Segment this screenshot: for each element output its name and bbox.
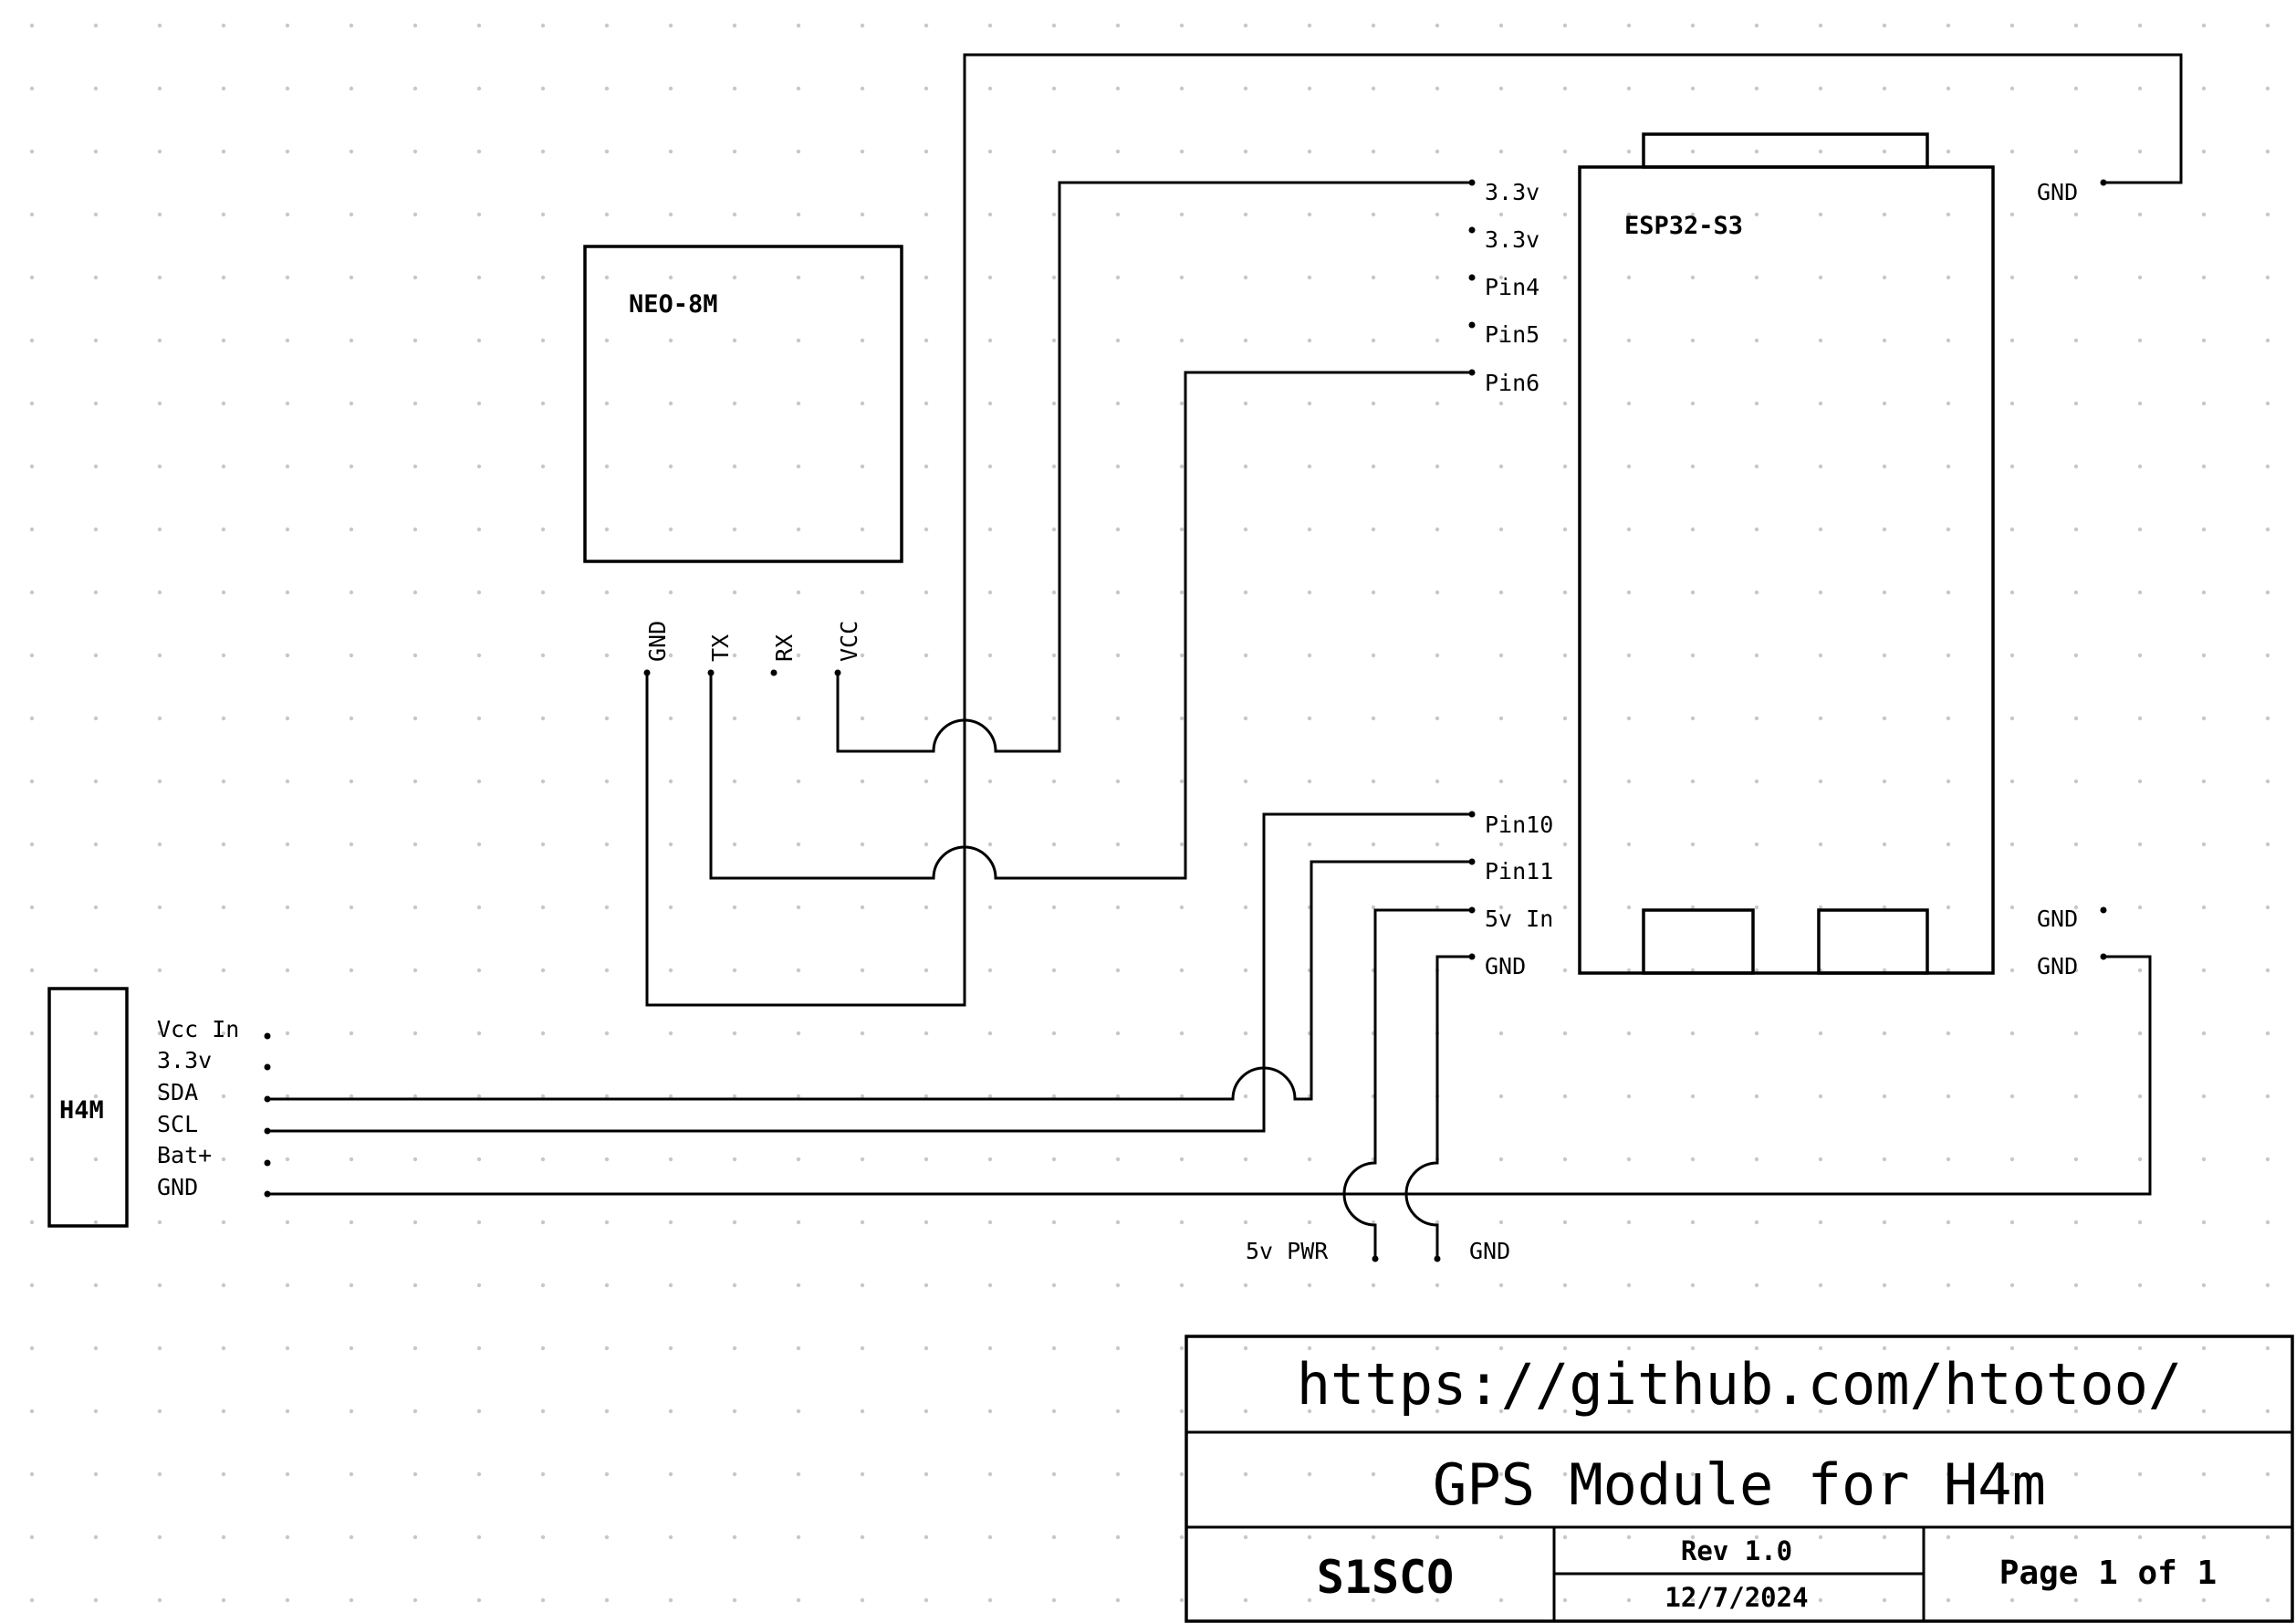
pin-node: [1468, 274, 1476, 281]
pin-node: [1434, 1255, 1441, 1262]
title-block-frame: [1185, 1335, 2294, 1623]
pin-node: [1468, 179, 1476, 186]
esp32-board: ESP32-S3 3.3v 3.3v Pin4 Pin5 Pin6 Pin10 …: [1485, 132, 2078, 979]
esp32-pin-gnd-mid-label: GND: [2037, 906, 2078, 932]
wire-vcc-gps-to-esp32-3v3: [836, 181, 1472, 753]
h4m-pin-sda-label: SDA: [157, 1079, 198, 1105]
esp32-pin-3v3-a-label: 3.3v: [1485, 179, 1539, 205]
pin-node: [1468, 321, 1476, 329]
pin-node: [2100, 953, 2107, 960]
esp32-pin5-label: Pin5: [1485, 321, 1539, 348]
pin-node: [264, 1127, 271, 1135]
h4m-pin-vcc-in-label: Vcc In: [157, 1016, 239, 1042]
label-5v-pwr: 5v PWR: [1246, 1238, 1329, 1264]
pin-node: [2100, 179, 2107, 186]
gps-module-label: NEO-8M: [629, 290, 718, 319]
gps-pin-gnd-label: GND: [644, 621, 671, 662]
title-block: https://github.com/htotoo/ GPS Module fo…: [1185, 1335, 2294, 1623]
label-ext-gnd: GND: [1469, 1238, 1510, 1264]
pin-node: [264, 1063, 271, 1071]
pin-node: [1468, 858, 1476, 865]
pin-node: [707, 669, 715, 676]
gps-pin-tx-label: TX: [707, 634, 734, 662]
pin-node: [1468, 906, 1476, 914]
esp32-pin-gnd-top-label: GND: [2037, 179, 2078, 205]
esp32-board-label: ESP32-S3: [1624, 212, 1743, 240]
wire-gnd-gps-to-esp32: [645, 53, 2183, 1007]
pin-node: [2100, 906, 2107, 914]
pin-node: [643, 669, 651, 676]
esp32-antenna-header: [1642, 132, 1929, 169]
background-grid: [29, 23, 2270, 1603]
pin-node: [1468, 953, 1476, 960]
h4m-connector-label: H4M: [59, 1096, 104, 1125]
esp32-pin-gnd-bottom-label: GND: [2037, 953, 2078, 979]
pin-node: [264, 1032, 271, 1040]
pin-node: [1468, 226, 1476, 234]
pin-node: [264, 1190, 271, 1198]
title-block-date: 12/7/2024: [1665, 1582, 1808, 1613]
h4m-pin-scl-label: SCL: [157, 1111, 198, 1137]
h4m-pin-gnd-label: GND: [157, 1174, 198, 1200]
esp32-board-body: [1578, 165, 1995, 975]
h4m-connector: H4M Vcc In 3.3v SDA SCL Bat+ GND: [47, 987, 239, 1228]
gps-module-body: [583, 245, 903, 563]
pin-node: [264, 1159, 271, 1167]
wires: [267, 53, 2183, 1259]
esp32-pin-gnd-left-label: GND: [1485, 953, 1526, 979]
h4m-pin-bat-label: Bat+: [157, 1142, 212, 1168]
pin-node: [264, 1095, 271, 1103]
wire-tx-gps-to-esp32-pin6: [709, 371, 1472, 880]
pin-nodes: [264, 179, 2107, 1262]
h4m-connector-body: [47, 987, 129, 1228]
esp32-pin-3v3-b-label: 3.3v: [1485, 226, 1539, 253]
pin-node: [770, 669, 778, 676]
title-block-page: Page 1 of 1: [1999, 1555, 2217, 1592]
esp32-pin-5v-in-label: 5v In: [1485, 906, 1553, 932]
wire-esp32-gnd-to-ext-gnd: [1404, 955, 1472, 1259]
wire-5v-in-to-5v-pwr: [1342, 908, 1472, 1259]
title-block-url: https://github.com/htotoo/: [1297, 1351, 2183, 1418]
esp32-pin6-label: Pin6: [1485, 370, 1539, 396]
gps-pin-rx-label: RX: [771, 634, 798, 662]
pin-node: [1468, 369, 1476, 376]
esp32-usb-port-right: [1817, 908, 1929, 975]
wire-gnd-h4m-to-esp32: [267, 955, 2152, 1196]
title-block-author: S1SCO: [1317, 1551, 1455, 1604]
h4m-pin-3v3-label: 3.3v: [157, 1047, 212, 1073]
pin-node: [834, 669, 841, 676]
title-block-revision: Rev 1.0: [1681, 1535, 1792, 1566]
pin-node: [1372, 1255, 1379, 1262]
gps-pin-vcc-label: VCC: [836, 621, 862, 662]
esp32-pin11-label: Pin11: [1485, 858, 1553, 885]
esp32-usb-port-left: [1642, 908, 1755, 975]
wire-sda-h4m-to-esp32-pin11: [267, 860, 1472, 1101]
wire-scl-h4m-to-esp32-pin10: [267, 812, 1472, 1133]
pin-node: [1468, 811, 1476, 818]
esp32-pin4-label: Pin4: [1485, 274, 1539, 300]
title-block-title: GPS Module for H4m: [1433, 1451, 2046, 1518]
esp32-pin10-label: Pin10: [1485, 812, 1553, 838]
gps-module: NEO-8M GND TX RX VCC: [583, 245, 903, 662]
